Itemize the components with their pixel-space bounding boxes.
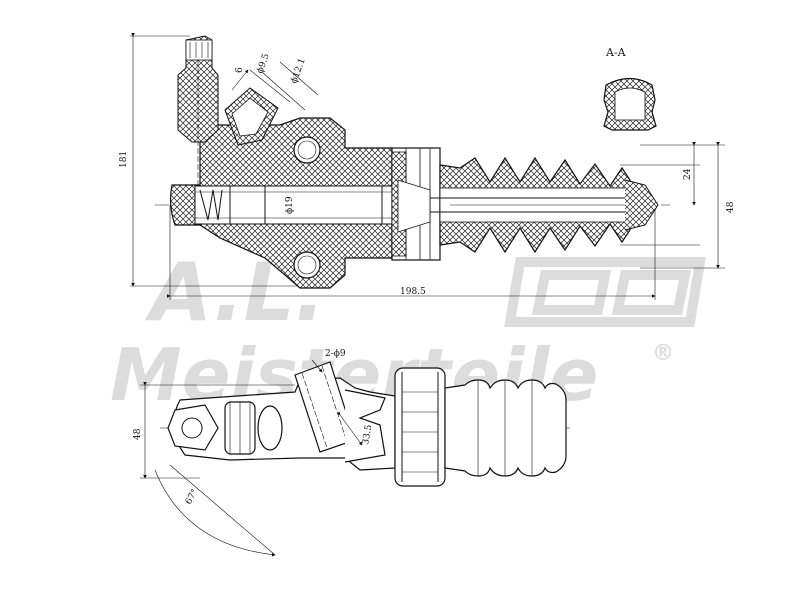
top-view [130, 33, 725, 300]
dim-bottom-height: 48 [133, 428, 143, 440]
dim-mount-holes: 2-ϕ9 [325, 349, 346, 359]
section-a-a [603, 77, 657, 131]
dim-overall-length: 198.5 [400, 287, 426, 297]
dim-port-inner: ϕ9.5 [255, 52, 271, 75]
bottom-boot [444, 379, 567, 477]
dim-rod-height: 24 [683, 168, 693, 180]
dim-body-diameter: ϕ19 [285, 196, 295, 214]
dim-port-offset: 6 [235, 67, 245, 73]
return-spring [199, 189, 223, 221]
watermark-registered: ® [652, 341, 674, 366]
watermark-stripes [504, 257, 706, 327]
dim-port-outer: ϕ12.1 [289, 57, 307, 85]
dim-angle: 67° [184, 488, 201, 507]
dim-overall-height: 181 [119, 151, 129, 168]
dim-right-height: 48 [726, 201, 736, 213]
dim-mount-spacing: 33.5 [361, 424, 374, 446]
bottom-view [140, 359, 570, 557]
section-label: A-A [605, 46, 627, 59]
